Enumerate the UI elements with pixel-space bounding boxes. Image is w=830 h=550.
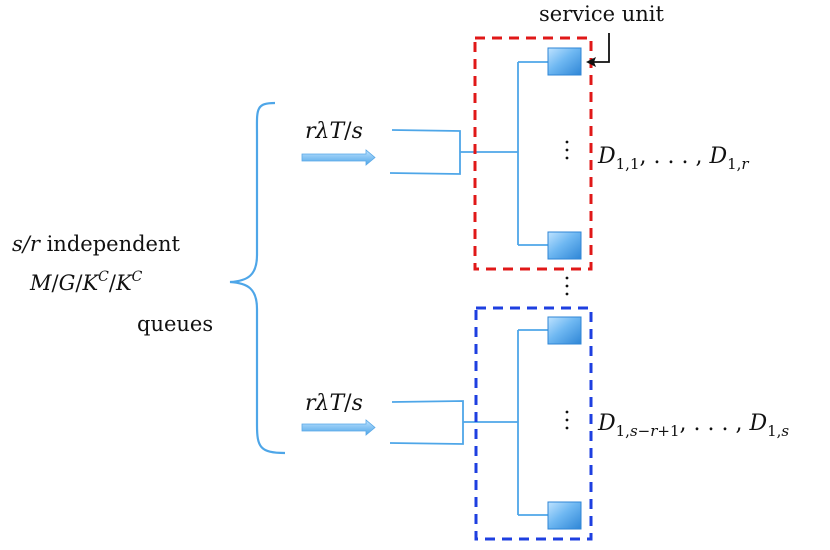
service-unit-pointer [586,33,610,67]
input-lines-top [389,61,548,246]
service-unit-top-1 [547,47,582,76]
ellipsis-middle [565,276,569,296]
right-arrow-icon [301,149,376,166]
service-unit-top-2 [547,231,582,260]
input-lines-bottom [389,329,548,516]
group-box-top [473,36,593,271]
queues-label-line2: M/G/KC/KC [29,269,143,295]
service-unit-label: service unit [539,2,664,26]
queues-label-line3: queues [137,312,213,336]
rate-label-bottom: rλT/s [305,391,363,416]
ellipsis-bottom [565,410,569,430]
right-arrow-icon [301,419,376,436]
group-label-bottom: D1,s−r+1, . . . , D1,s [597,411,789,440]
service-unit-bottom-1 [547,316,582,345]
group-box-bottom [474,306,593,541]
queues-label-line1: s/r independent [12,232,180,256]
left-curly-brace-icon [229,101,286,455]
rate-label-top: rλT/s [305,119,363,144]
group-label-top: D1,1, . . . , D1,r [597,144,749,173]
service-unit-bottom-2 [547,501,582,530]
ellipsis-top [565,140,569,160]
